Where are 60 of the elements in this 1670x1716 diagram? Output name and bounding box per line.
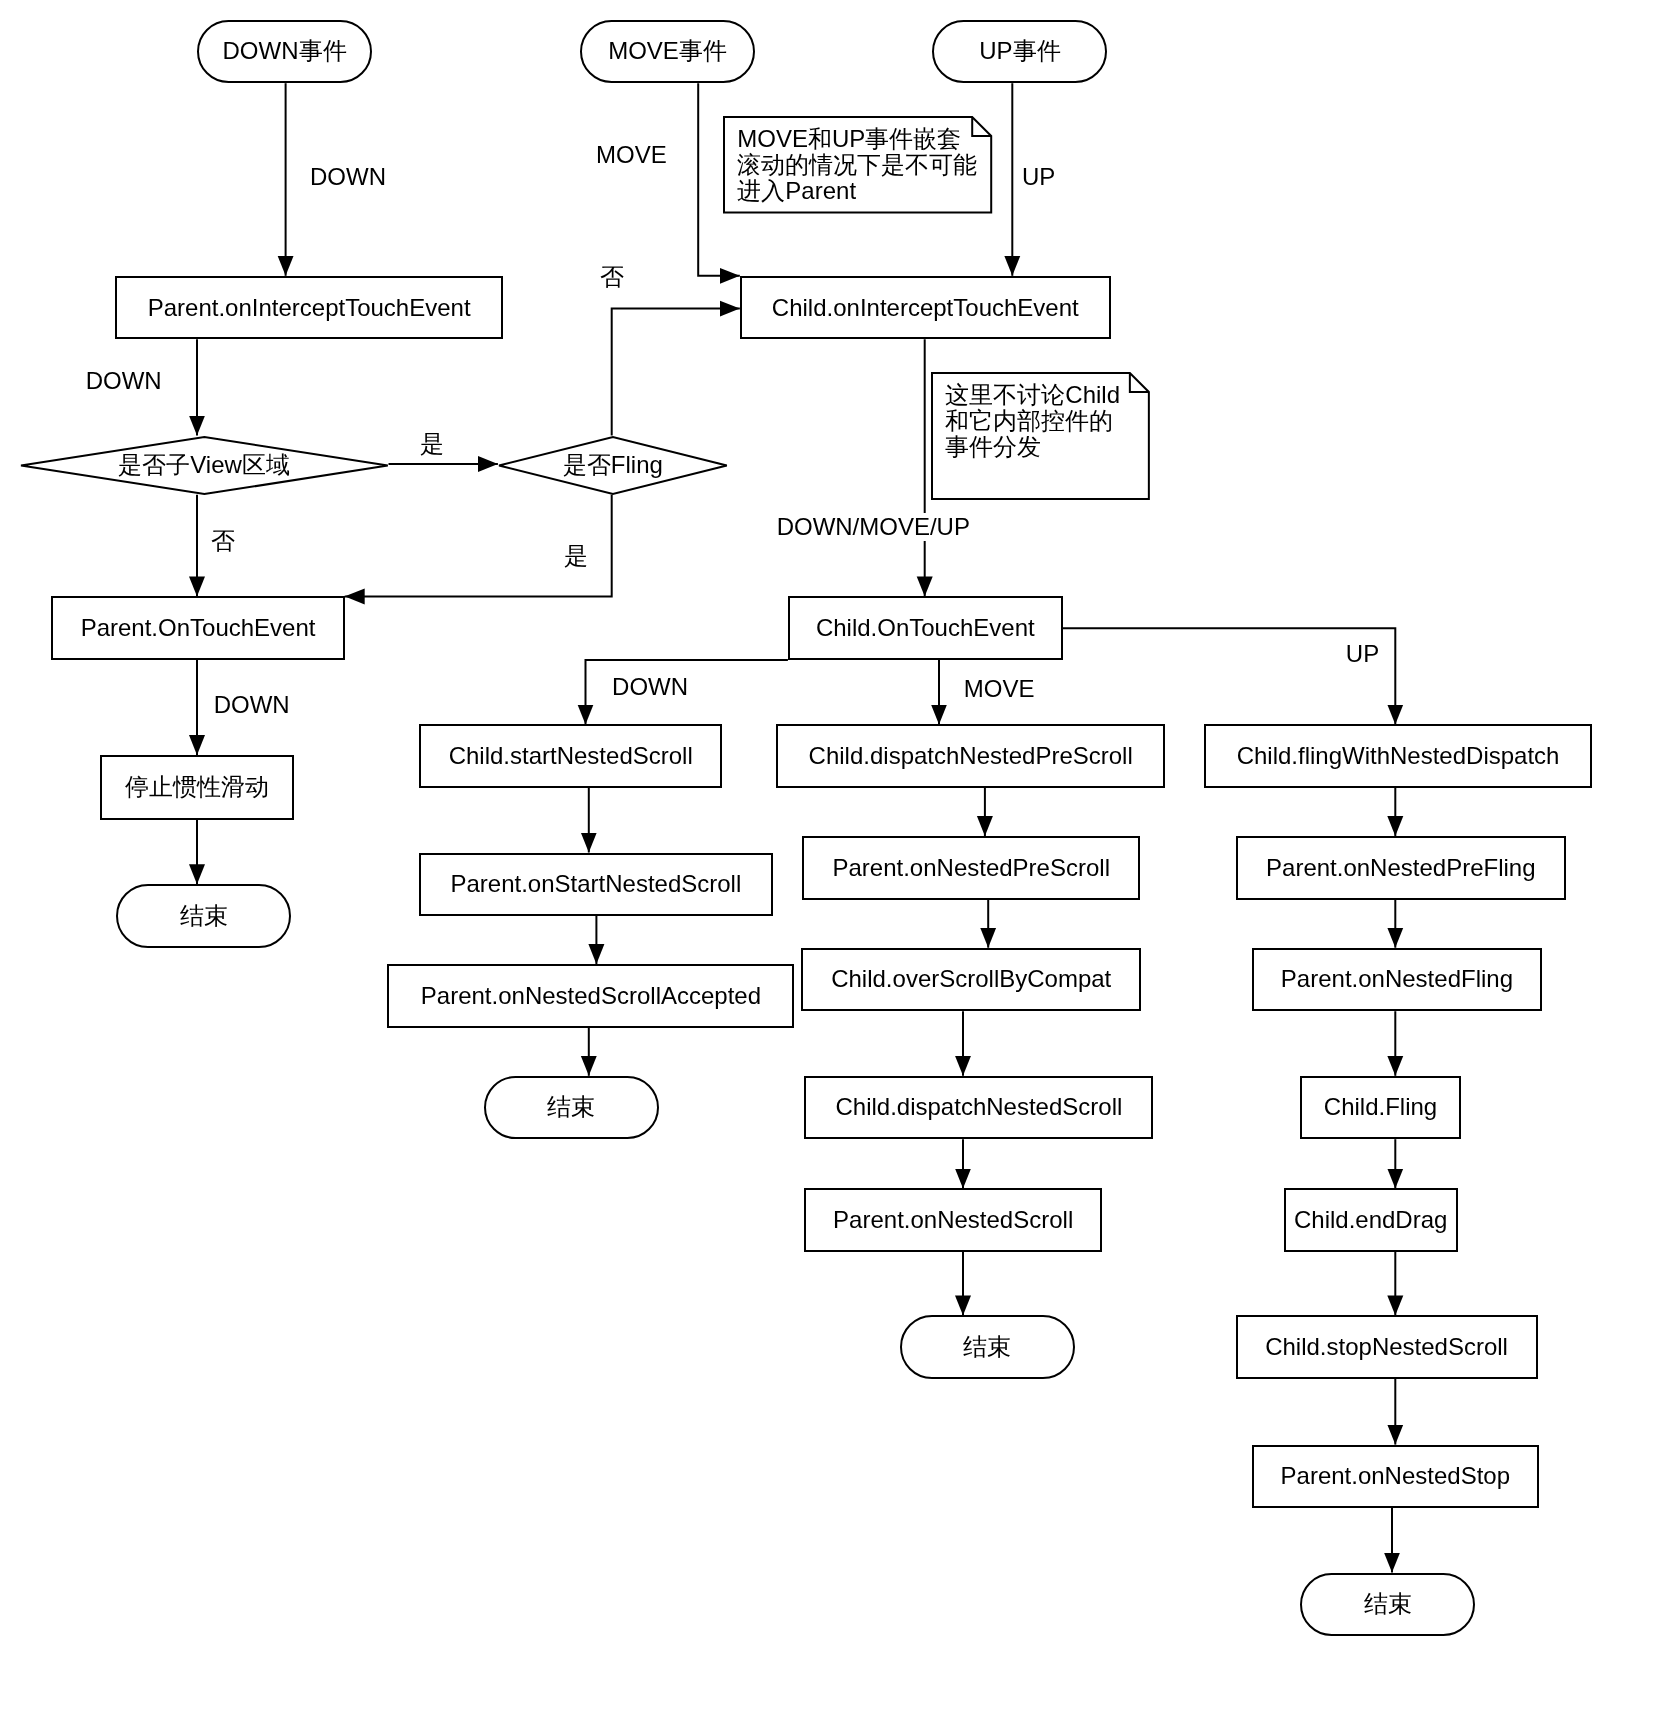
process-box: Child.flingWithNestedDispatch: [1203, 724, 1593, 788]
process-box: Parent.onInterceptTouchEvent: [114, 275, 504, 340]
arrow: [955, 1138, 971, 1190]
start-end-terminal: 结束: [899, 1315, 1075, 1379]
process-box: Parent.onNestedPreFling: [1235, 836, 1566, 900]
process-box: Child.onInterceptTouchEvent: [739, 275, 1111, 340]
start-end-terminal: MOVE事件: [580, 19, 756, 84]
start-end-terminal: 结束: [116, 884, 292, 948]
process-box: Child.OnTouchEvent: [787, 596, 1063, 660]
arrow: [343, 493, 613, 605]
arrow: [189, 493, 205, 598]
process-box: Child.startNestedScroll: [419, 724, 723, 788]
arrow: [277, 82, 294, 277]
arrow: [980, 898, 997, 949]
arrow: [916, 338, 933, 598]
process-box: Child.stopNestedScroll: [1235, 1315, 1538, 1379]
arrow: [1384, 1507, 1400, 1574]
process-box: Parent.onNestedScrollAccepted: [387, 964, 795, 1028]
process-box: Parent.onNestedFling: [1251, 947, 1542, 1012]
process-box: Child.dispatchNestedScroll: [804, 1075, 1154, 1140]
arrow: [189, 818, 205, 886]
process-box: Parent.OnTouchEvent: [51, 596, 345, 660]
arrow: [588, 915, 605, 966]
arrow: [1387, 1138, 1404, 1190]
arrow: [580, 1026, 597, 1077]
arrow: [610, 300, 741, 437]
process-box: 停止惯性滑动: [99, 755, 295, 820]
start-end-terminal: DOWN事件: [197, 19, 373, 84]
note-box: MOVE和UP事件嵌套滚动的情况下是不可能进入Parent: [723, 116, 993, 214]
process-box: Child.overScrollByCompat: [801, 947, 1142, 1012]
arrow: [955, 1251, 971, 1317]
process-box: Child.endDrag: [1283, 1188, 1458, 1252]
decision-diamond: 是否子View区域: [19, 435, 389, 495]
arrow: [1387, 1010, 1404, 1077]
arrow: [976, 786, 993, 838]
start-end-terminal: 结束: [483, 1075, 659, 1140]
arrow: [1387, 1251, 1404, 1317]
process-box: Child.dispatchNestedPreScroll: [775, 724, 1166, 788]
arrow: [697, 82, 741, 284]
process-box: Parent.onStartNestedScroll: [419, 852, 773, 916]
arrow: [387, 456, 499, 472]
start-end-terminal: 结束: [1300, 1572, 1476, 1637]
decision-diamond: 是否Fling: [497, 435, 728, 495]
arrow: [577, 658, 789, 726]
arrow: [955, 1010, 971, 1077]
process-box: Parent.onNestedStop: [1251, 1444, 1539, 1508]
arrow: [1387, 786, 1404, 838]
note-box: 这里不讨论Child和它内部控件的事件分发: [931, 372, 1151, 501]
process-box: Child.Fling: [1300, 1075, 1461, 1140]
arrow: [1004, 82, 1021, 277]
process-box: Parent.onNestedPreScroll: [802, 836, 1141, 900]
arrow: [931, 658, 947, 726]
arrow: [1387, 1377, 1404, 1446]
arrow: [580, 786, 597, 854]
arrow: [189, 338, 205, 437]
start-end-terminal: UP事件: [932, 19, 1108, 84]
arrow: [1387, 898, 1404, 949]
arrow: [1061, 627, 1404, 726]
process-box: Parent.onNestedScroll: [804, 1188, 1102, 1252]
arrow: [189, 658, 205, 757]
